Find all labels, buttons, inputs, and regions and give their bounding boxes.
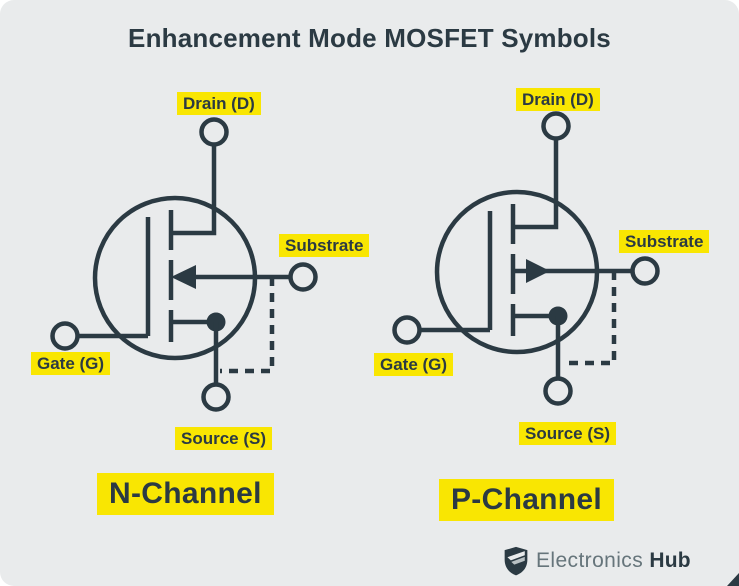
n-source-terminal: [201, 382, 231, 412]
p-gate-terminal: [392, 315, 422, 345]
n-drain-terminal: [199, 117, 229, 147]
p-channel-caption: P-Channel: [439, 479, 615, 521]
p-drain-lead: [513, 139, 559, 230]
p-substrate-source-dashed-link: [562, 271, 617, 366]
label-drain-p: Drain (D): [516, 88, 600, 111]
n-substrate-source-dashed-link: [220, 277, 275, 374]
label-gate-n: Gate (G): [31, 352, 111, 375]
p-channel-symbol-drawing: [392, 111, 660, 406]
electronics-hub-shield-icon: [504, 546, 528, 576]
p-arrow-out-icon: [526, 259, 550, 283]
n-arrow-in-icon: [171, 265, 196, 289]
label-substrate-n: Substrate: [279, 234, 370, 257]
label-source-p: Source (S): [519, 422, 617, 445]
n-substrate-terminal: [288, 262, 318, 292]
label-gate-p: Gate (G): [374, 353, 454, 376]
p-drain-terminal: [541, 111, 571, 141]
electronics-hub-logo: Electronics Hub: [503, 546, 691, 576]
n-channel-symbol-drawing: [50, 117, 318, 412]
label-drain-n: Drain (D): [177, 92, 261, 115]
electronics-hub-wordmark: Electronics Hub: [536, 547, 691, 575]
corner-fold-icon: [727, 573, 739, 586]
n-channel-caption: N-Channel: [97, 473, 274, 515]
label-substrate-p: Substrate: [619, 230, 710, 253]
p-substrate-terminal: [630, 256, 660, 286]
figure-title: Enhancement Mode MOSFET Symbols: [128, 23, 611, 53]
n-gate-terminal: [50, 321, 80, 351]
n-drain-lead: [171, 145, 217, 236]
label-source-n: Source (S): [175, 427, 273, 450]
logo-word-bold: Hub: [649, 549, 691, 572]
p-source-terminal: [543, 376, 573, 406]
logo-word-regular: Electronics: [536, 549, 644, 572]
